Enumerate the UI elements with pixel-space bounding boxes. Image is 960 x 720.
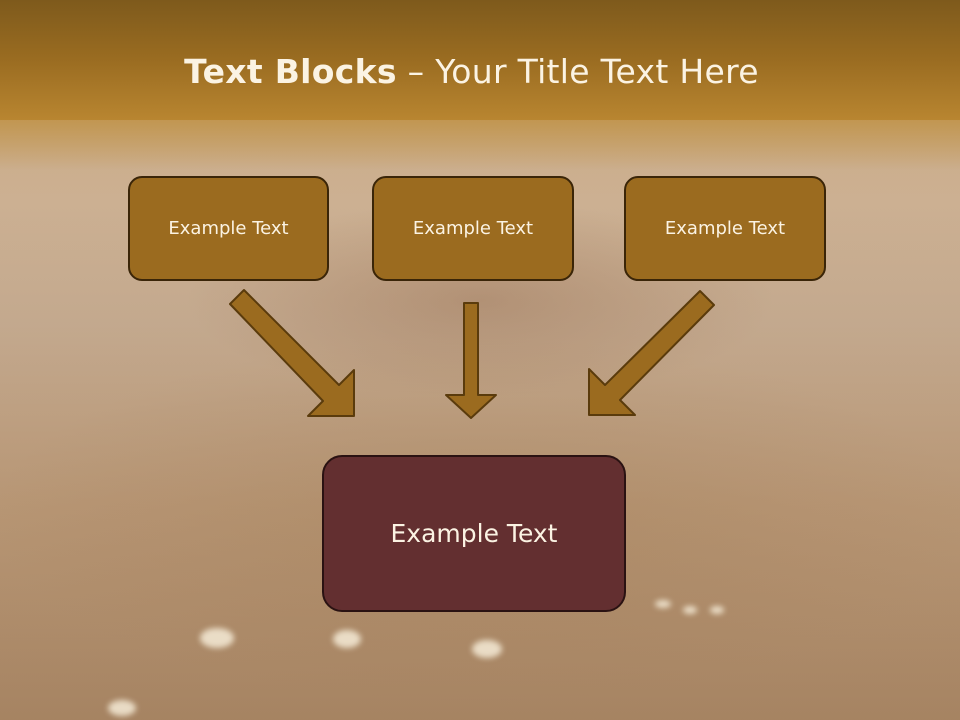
background-light [200, 628, 234, 648]
text-block-2: Example Text [372, 176, 574, 281]
text-block-3: Example Text [624, 176, 826, 281]
background-light [333, 630, 361, 648]
title-rest: Your Title Text Here [435, 52, 759, 91]
background-light [655, 600, 671, 608]
text-block-3-label: Example Text [664, 218, 786, 239]
background-light [683, 606, 697, 614]
text-block-2-label: Example Text [412, 218, 534, 239]
main-text-block: Example Text [322, 455, 626, 612]
background-light [472, 640, 502, 658]
arrow-middle [445, 302, 497, 419]
title-dash: – [407, 52, 425, 91]
arrow-right [588, 290, 715, 416]
text-block-1: Example Text [128, 176, 329, 281]
main-text-block-label: Example Text [390, 519, 558, 548]
title-bold: Text Blocks [184, 52, 397, 91]
background-light [710, 606, 724, 614]
text-block-1-label: Example Text [168, 218, 289, 239]
background-light [108, 700, 136, 716]
arrow-left [229, 289, 355, 417]
page-title: Text Blocks – Your Title Text Here [0, 52, 943, 91]
header-band [0, 0, 960, 170]
